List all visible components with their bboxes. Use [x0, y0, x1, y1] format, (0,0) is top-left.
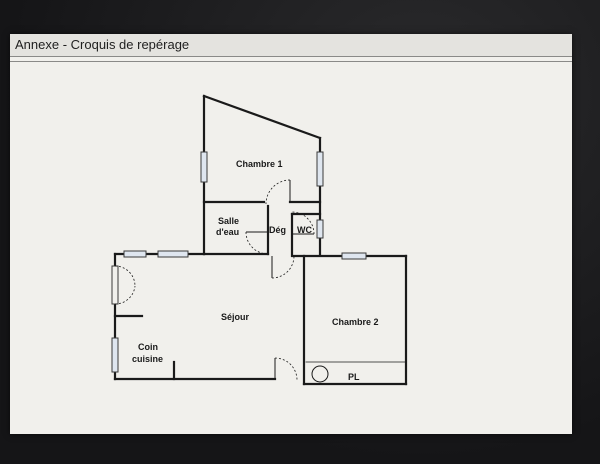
- window-kitchen: [111, 337, 119, 373]
- room-label-chambre1: Chambre 1: [236, 159, 283, 169]
- room-label-wc: WC: [297, 225, 312, 235]
- room-label-cuisine: cuisine: [132, 354, 163, 364]
- door-deg-arc: [271, 255, 295, 279]
- room-label-chambre2: Chambre 2: [332, 317, 379, 327]
- room-label-coin: Coin: [138, 342, 158, 352]
- room-label-sejour: Séjour: [221, 312, 250, 322]
- document-sheet: Annexe - Croquis de repérage: [10, 34, 572, 434]
- floor-plan: Chambre 1 Salle d'eau Dég WC Séjour Cham…: [111, 94, 408, 386]
- wall-chambre1-roof: [202, 94, 322, 140]
- header-rule: [10, 61, 572, 62]
- window-wc: [316, 219, 324, 239]
- window-chambre1-left: [200, 151, 208, 183]
- door-wc-arc: [291, 211, 315, 235]
- opening-left: [111, 265, 119, 305]
- door-sejour-arc: [274, 357, 298, 381]
- window-sejour-top-b: [157, 250, 189, 258]
- room-label-deg: Dég: [269, 225, 286, 235]
- room-label-salle: Salle: [218, 216, 239, 226]
- room-label-eau: d'eau: [216, 227, 239, 237]
- door-entry-arc-a: [114, 265, 136, 287]
- document-title: Annexe - Croquis de repérage: [15, 37, 190, 52]
- door-salle-arc: [245, 231, 269, 255]
- cupboard-circle: [311, 365, 329, 383]
- walls: [113, 94, 408, 386]
- door-chambre1-arc: [265, 179, 291, 205]
- window-chambre2-top: [341, 252, 367, 260]
- room-label-pl: PL: [348, 372, 360, 382]
- windows: [111, 151, 367, 373]
- window-sejour-top-a: [123, 250, 147, 258]
- window-chambre1-right: [316, 151, 324, 187]
- document-header: Annexe - Croquis de repérage: [10, 34, 572, 57]
- doors: [114, 179, 315, 384]
